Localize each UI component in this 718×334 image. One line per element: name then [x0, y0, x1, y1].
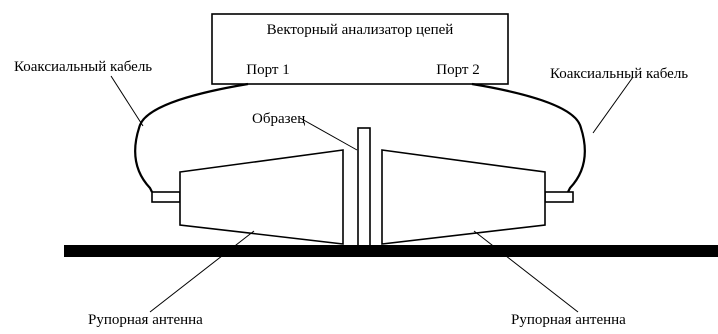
analyzer-box: [211, 13, 509, 85]
right-cable-label: Коаксиальный кабель: [550, 66, 688, 82]
left-antenna-label: Рупорная антенна: [88, 312, 203, 328]
right-antenna-connector: [544, 191, 574, 203]
right-horn-antenna: [381, 149, 546, 245]
left-horn-antenna: [179, 149, 344, 245]
right-coaxial-cable: [471, 82, 586, 193]
left-cable-leader: [110, 75, 144, 127]
sample-leader: [299, 117, 358, 151]
port-2-label: Порт 2: [436, 62, 479, 78]
left-antenna-leader: [149, 230, 255, 313]
right-antenna-label: Рупорная антенна: [511, 312, 626, 328]
base-table: [64, 245, 718, 257]
left-coaxial-cable: [134, 82, 249, 193]
sample-label: Образец: [252, 111, 305, 127]
analyzer-title: Векторный анализатор цепей: [267, 22, 454, 38]
right-antenna-leader: [473, 230, 579, 313]
left-antenna-connector: [151, 191, 181, 203]
port-1-label: Порт 1: [246, 62, 289, 78]
sample-slab: [357, 127, 371, 247]
left-cable-label: Коаксиальный кабель: [14, 59, 152, 75]
right-cable-leader: [592, 76, 634, 134]
